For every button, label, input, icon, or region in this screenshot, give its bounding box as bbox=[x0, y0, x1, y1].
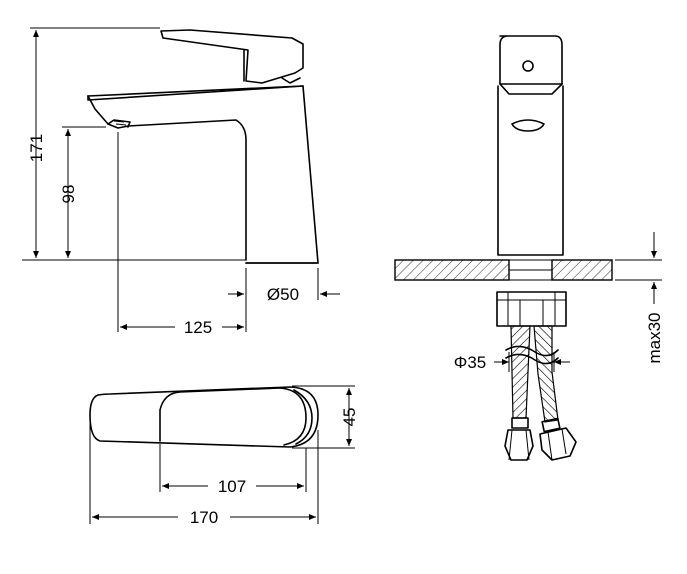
dim-max30: max30 bbox=[645, 312, 664, 363]
hose-fitting-right bbox=[539, 417, 577, 461]
dim-107: 107 bbox=[218, 477, 246, 496]
top-lever-outline bbox=[159, 387, 307, 446]
dim-170: 170 bbox=[190, 508, 218, 527]
deck-left bbox=[394, 259, 510, 281]
front-view: Φ35 max30 bbox=[394, 35, 664, 461]
hose-right bbox=[533, 325, 559, 423]
front-aerator bbox=[511, 119, 545, 132]
faucet-body bbox=[87, 85, 319, 264]
front-handle bbox=[499, 35, 563, 85]
front-body bbox=[497, 85, 564, 256]
dim-125: 125 bbox=[184, 318, 212, 337]
top-view: 45 107 170 bbox=[89, 385, 359, 527]
side-view: 171 98 125 Ø50 bbox=[22, 27, 340, 337]
hose-left bbox=[510, 325, 531, 419]
handle-lever bbox=[160, 29, 304, 84]
aerator bbox=[107, 119, 131, 128]
dim-hose-35: Φ35 bbox=[454, 353, 486, 372]
top-body-outline bbox=[89, 386, 319, 448]
dim-45: 45 bbox=[340, 408, 359, 427]
spout bbox=[87, 95, 247, 261]
dim-diameter-50: Ø50 bbox=[267, 285, 299, 304]
dim-171: 171 bbox=[27, 134, 46, 162]
dim-98: 98 bbox=[59, 185, 78, 204]
hose-fitting-left bbox=[504, 417, 534, 461]
deck-right bbox=[551, 259, 613, 281]
mounting-nut bbox=[496, 291, 567, 327]
front-handle-indicator bbox=[522, 60, 534, 72]
